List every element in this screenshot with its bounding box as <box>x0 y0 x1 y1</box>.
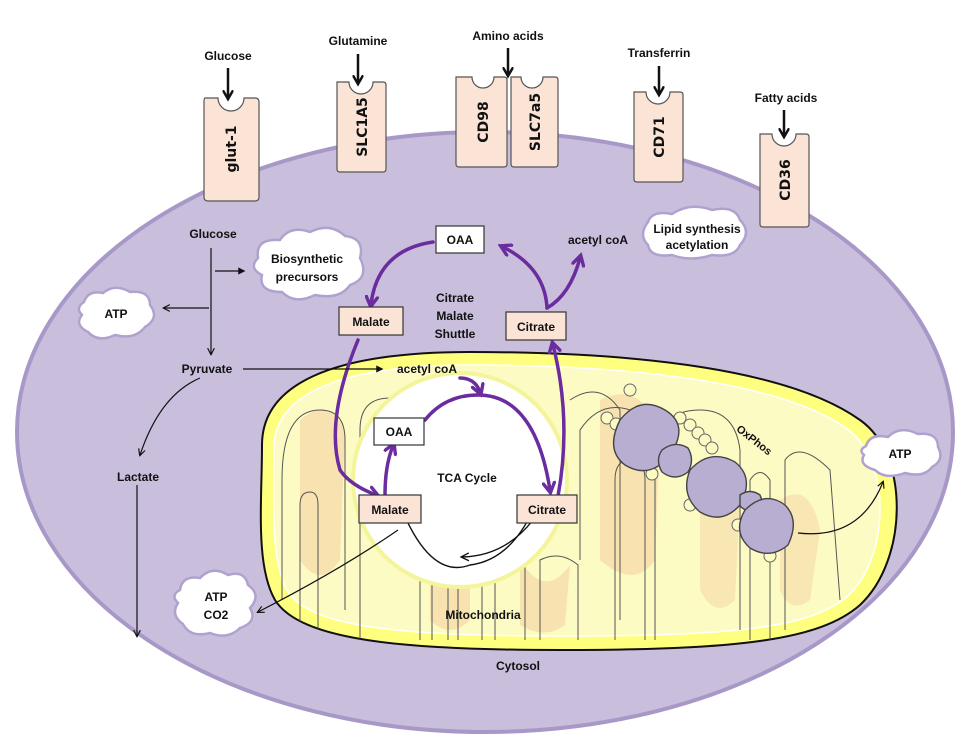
svg-text:CO2: CO2 <box>204 608 229 622</box>
tca-arrow-citrate-to-malate <box>462 519 534 557</box>
arrow-citrate-out-mito <box>553 345 566 498</box>
box-citrate-cytosol: Citrate <box>505 311 567 341</box>
svg-text:Malate: Malate <box>371 503 409 517</box>
svg-text:Citrate: Citrate <box>528 503 566 517</box>
receptor-label: glut-1 <box>224 125 240 172</box>
box-oaa-mito: OAA <box>373 417 425 446</box>
box-oaa-cytosol: OAA <box>435 225 485 254</box>
arrow-acetylcoa-into-tca <box>458 376 480 392</box>
arrow-oaa-to-citrate <box>423 393 550 490</box>
arrow-oaa-to-malate <box>371 240 435 304</box>
receptor-glut1: glut-1 <box>203 97 260 202</box>
svg-text:ATP: ATP <box>888 447 911 461</box>
glycolysis-arrows <box>137 248 883 636</box>
label-pyruvate: Pyruvate <box>182 362 233 376</box>
cloud-atp-left: ATP <box>77 286 156 340</box>
label-mitochondria: Mitochondria <box>445 608 521 622</box>
svg-text:OAA: OAA <box>447 233 474 247</box>
label-cytosol: Cytosol <box>496 659 540 673</box>
arrow-citrate-to-acetylcoa <box>545 258 580 310</box>
receptor-cd71: CD71 <box>633 91 684 183</box>
label-tca-cycle: TCA Cycle <box>437 471 497 485</box>
substrate-glutamine: Glutamine <box>329 34 388 48</box>
substrate-amino-acids: Amino acids <box>472 29 544 43</box>
shuttle-title-2: Malate <box>436 309 474 323</box>
receptor-cd36: CD36 <box>759 133 810 228</box>
label-acetyl-coa-cytosol: acetyl coA <box>568 233 628 247</box>
receptor-label: SLC7a5 <box>528 93 544 151</box>
receptor-cd98: CD98 <box>455 76 508 168</box>
receptor-label: SLC1A5 <box>355 97 371 157</box>
mitochondrion <box>259 350 898 652</box>
cloud-atp-co2: ATP CO2 <box>173 569 257 637</box>
receptor-slc1a5: SLC1A5 <box>336 81 387 173</box>
substrate-transferrin: Transferrin <box>628 46 691 60</box>
cloud-atp-right: ATP <box>860 428 942 478</box>
shuttle-arrows <box>333 240 580 498</box>
cloud-biosynthetic: Biosynthetic precursors <box>252 226 365 301</box>
oxphos-complexes <box>600 383 794 563</box>
svg-text:acetylation: acetylation <box>666 238 729 252</box>
substrate-fatty-acids: Fatty acids <box>755 91 818 105</box>
box-citrate-mito: Citrate <box>516 494 578 524</box>
svg-text:Lipid synthesis: Lipid synthesis <box>653 222 741 236</box>
svg-text:Malate: Malate <box>352 315 390 329</box>
label-acetyl-coa-mito: acetyl coA <box>397 362 457 376</box>
svg-text:ATP: ATP <box>204 590 227 604</box>
label-glucose: Glucose <box>189 227 237 241</box>
svg-text:ATP: ATP <box>104 307 127 321</box>
svg-text:Citrate: Citrate <box>517 320 555 334</box>
svg-text:Biosynthetic: Biosynthetic <box>271 252 343 266</box>
shuttle-title-1: Citrate <box>436 291 474 305</box>
box-malate-cytosol: Malate <box>338 306 404 336</box>
arrow-citrate-to-oaa <box>503 247 549 310</box>
arrow-malate-to-oaa <box>383 446 393 497</box>
receptor-label: CD71 <box>652 116 668 157</box>
arrow-malate-into-mito <box>333 338 376 495</box>
label-lactate: Lactate <box>117 470 159 484</box>
receptor-label: CD36 <box>778 159 794 200</box>
substrate-glucose: Glucose <box>204 49 252 63</box>
svg-text:OAA: OAA <box>386 425 413 439</box>
cloud-lipid-synthesis: Lipid synthesis acetylation <box>641 205 748 260</box>
receptor-slc7a5: SLC7a5 <box>510 76 559 168</box>
box-malate-mito: Malate <box>358 494 422 524</box>
receptor-label: CD98 <box>476 101 492 142</box>
shuttle-title-3: Shuttle <box>435 327 476 341</box>
svg-text:precursors: precursors <box>276 270 339 284</box>
